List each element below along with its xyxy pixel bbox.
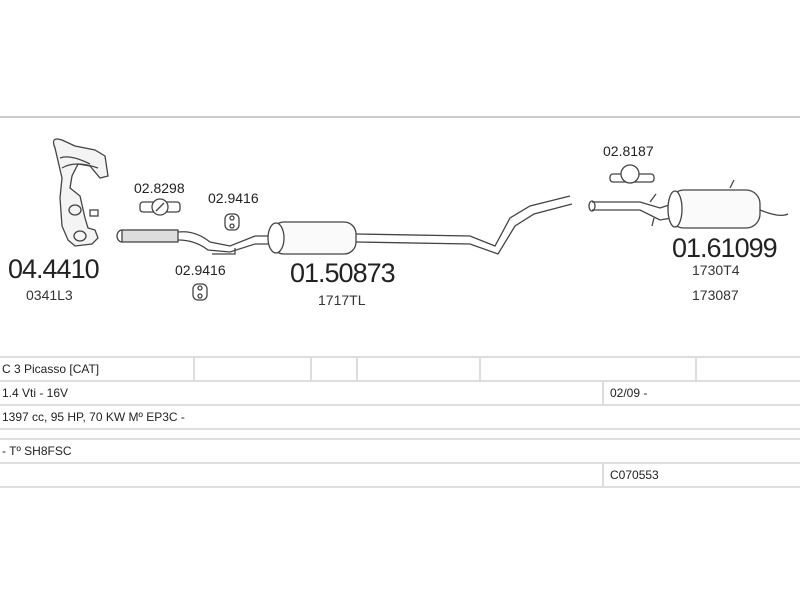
middle-silencer-part-number: 01.50873	[290, 258, 396, 288]
catalyst-manifold-icon	[52, 138, 109, 247]
rubber-part-number: 02.9416	[208, 190, 259, 206]
type-text: - Tº SH8FSC	[2, 444, 72, 458]
exhaust-system-drawing	[52, 138, 789, 301]
rear-silencer-ref: 1730T4	[692, 262, 740, 278]
front-pipe-icon	[116, 229, 275, 255]
rubber-mount-icon	[192, 283, 208, 301]
clamp-part-number: 02.8298	[134, 180, 185, 196]
rear-silencer-ref: 173087	[692, 287, 739, 303]
rear-clamp-icon	[609, 164, 655, 184]
divider	[0, 116, 800, 118]
table-row-empty	[0, 428, 800, 438]
rubber-mount-icon	[224, 213, 240, 231]
catalyst-part-number: 04.4410	[8, 254, 100, 284]
date-text: 02/09 -	[610, 386, 648, 400]
rear-clamp-part-number: 02.8187	[603, 143, 654, 159]
rubber-part-number: 02.9416	[175, 262, 226, 278]
rear-silencer-part-number: 01.61099	[672, 233, 778, 263]
specs-text: 1397 cc, 95 HP, 70 KW Mº EP3C -	[2, 410, 185, 424]
rear-silencer-icon	[588, 179, 789, 229]
middle-silencer-icon	[267, 195, 573, 255]
table-row-code: C070553	[0, 462, 800, 486]
clamp-icon	[139, 198, 181, 216]
table-row-type: - Tº SH8FSC	[0, 438, 800, 462]
table-row-engine: 1.4 Vti - 16V 02/09 -	[0, 380, 800, 404]
model-text: C 3 Picasso [CAT]	[2, 362, 100, 376]
code-text: C070553	[610, 468, 659, 482]
catalyst-ref: 0341L3	[26, 287, 73, 303]
engine-text: 1.4 Vti - 16V	[2, 386, 69, 400]
table-row-model: C 3 Picasso [CAT]	[0, 356, 800, 380]
table-row-specs: 1397 cc, 95 HP, 70 KW Mº EP3C -	[0, 404, 800, 428]
middle-silencer-ref: 1717TL	[318, 292, 366, 308]
divider	[0, 486, 800, 488]
